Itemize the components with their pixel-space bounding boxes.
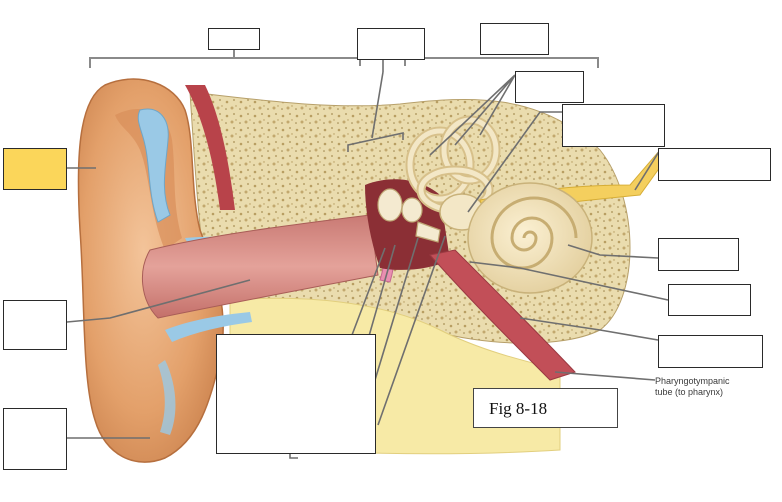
- lobule-cartilage: [158, 360, 176, 435]
- malleus: [377, 188, 403, 222]
- leader-lines: [66, 50, 669, 459]
- vestibule-label[interactable]: [562, 104, 665, 147]
- outer-ear-bracket-label[interactable]: [208, 28, 260, 50]
- auricle-label[interactable]: [3, 148, 67, 190]
- cochlea-label[interactable]: [658, 238, 739, 271]
- cochlea: [467, 182, 593, 294]
- lobule-label[interactable]: [3, 408, 67, 470]
- caption-line-2: tube (to pharynx): [655, 387, 724, 397]
- middle-ear-bracket-label[interactable]: [357, 28, 425, 60]
- figure-label: Fig 8-18: [473, 388, 618, 428]
- temporal-muscle: [185, 85, 235, 210]
- semicircular-canals: [405, 115, 501, 215]
- ossicles-label[interactable]: [216, 334, 376, 454]
- oval-window-label[interactable]: [668, 284, 751, 316]
- stapes: [415, 221, 441, 243]
- auricle-cartilage: [137, 108, 171, 223]
- pharyngotympanic-tube-caption: Pharyngotympanic tube (to pharynx): [655, 376, 730, 398]
- vestibulocochlear-nerve-label[interactable]: [658, 148, 771, 181]
- external-acoustic-meatus-label[interactable]: [3, 300, 67, 350]
- external-acoustic-meatus: [141, 214, 379, 319]
- round-window-label[interactable]: [658, 335, 763, 368]
- semicircular-canals-label[interactable]: [515, 71, 584, 103]
- pharyngotympanic-tube: [429, 249, 576, 381]
- inner-ear-bracket-label[interactable]: [480, 23, 549, 55]
- canal-cartilage-bottom: [165, 312, 252, 342]
- caption-line-1: Pharyngotympanic: [655, 376, 730, 386]
- incus: [401, 197, 423, 223]
